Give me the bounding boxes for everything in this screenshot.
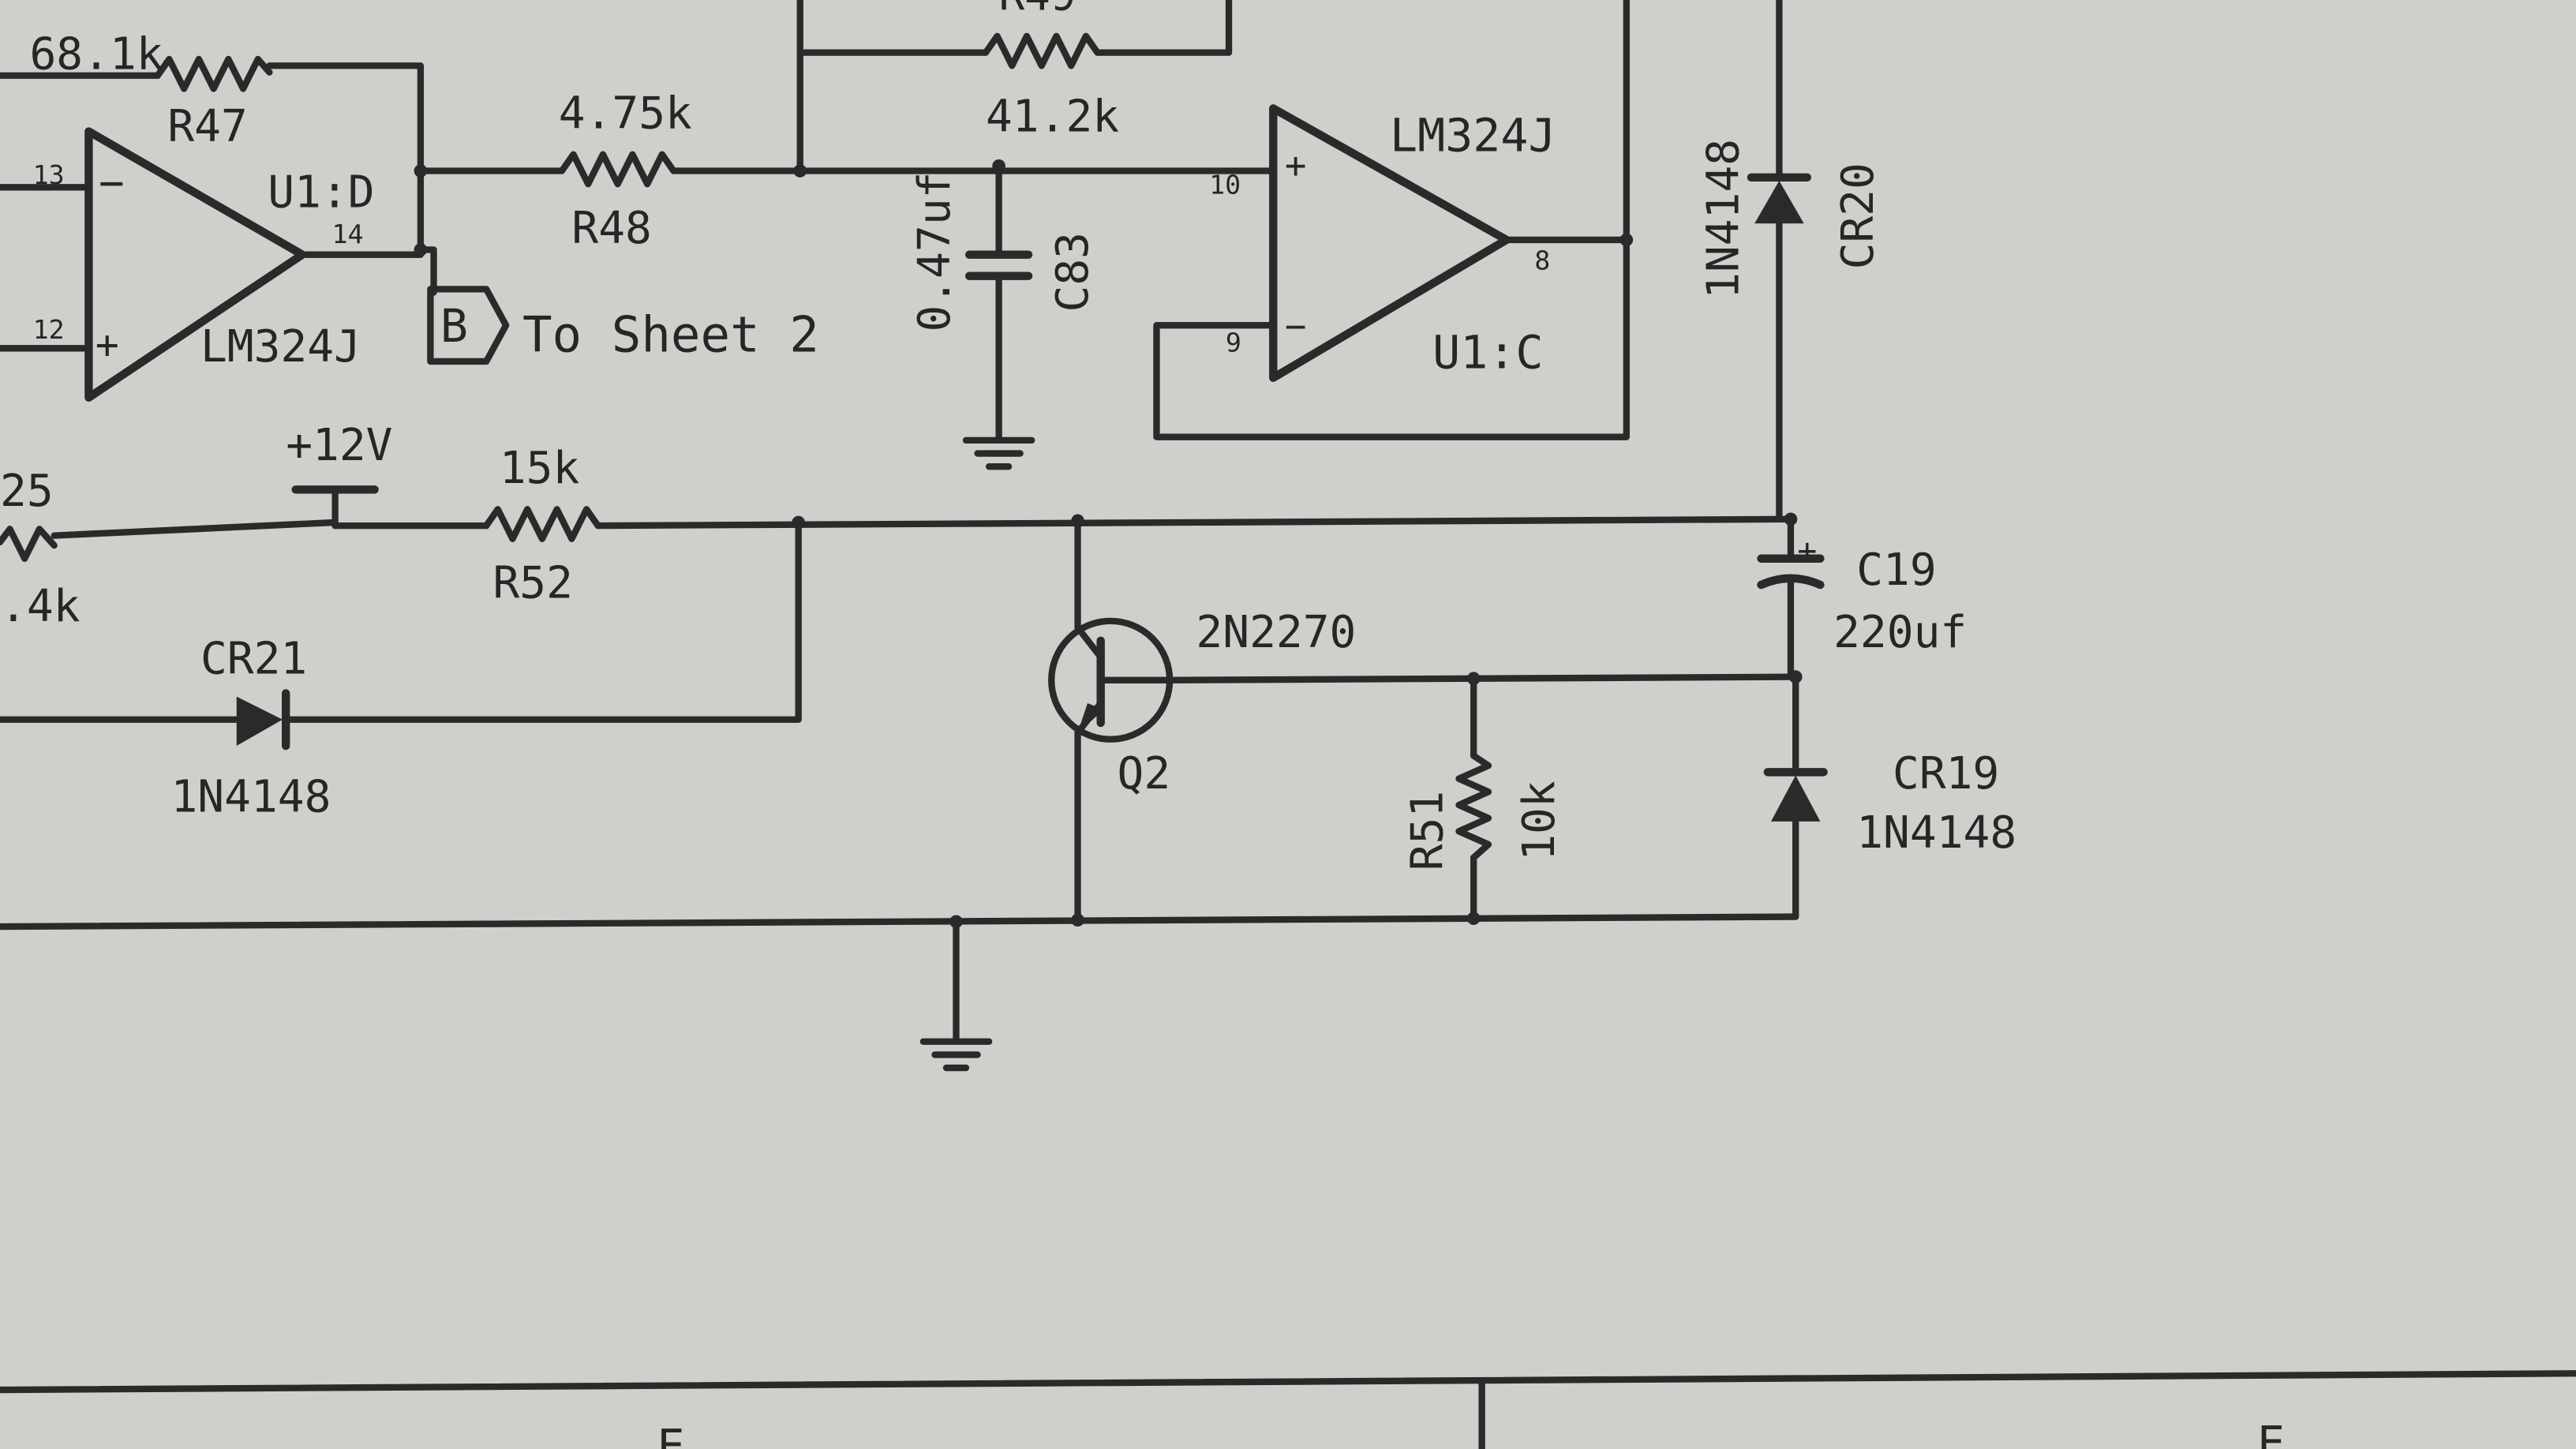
opamp-u1c: + − 10 9 8 LM324J U1:C [1209,104,1556,382]
left-res-value-a: 25 [0,466,54,517]
c83-value: 0.47uf [909,172,960,332]
cr21-ref: CR21 [200,633,307,684]
r51-ref: R51 [1402,791,1454,871]
q2-ref: Q2 [1118,748,1171,799]
resistor-r47: 68.1k R47 [0,28,425,253]
junction-r51-gnd [1466,912,1481,925]
offpage-wire [417,246,437,296]
resistor-r49: R49 41.2k [796,0,1233,174]
c19-value: 220uf [1833,607,1967,658]
resistor-r51: R51 10k [1402,675,1565,923]
u1c-pin-8: 8 [1534,245,1550,275]
r51-value: 10k [1514,781,1565,860]
frame-letter-right: E [2257,1416,2285,1449]
plus12v-label: +12V [286,420,392,471]
transistor-q2: 2N2270 Q2 [1048,517,1356,923]
cr19-ref: CR19 [1893,748,1999,799]
r49-ref-partial: R49 [999,0,1076,20]
r48-value: 4.75k [559,88,692,139]
c19-plus-sign: + [1797,531,1817,570]
capacitor-c83: 0.47uf C83 [909,163,1099,470]
cr20-part: 1N4148 [1698,139,1749,299]
diode-cr19: CR19 1N4148 [1763,673,2016,920]
u1d-pin-12: 12 [33,314,65,345]
c19-ref: C19 [1856,545,1936,596]
u1c-plus-sign: + [1285,144,1307,186]
offpage-connector-b: B To Sheet 2 [427,286,819,365]
offpage-text: To Sheet 2 [522,305,819,363]
cr20-ref: CR20 [1833,163,1884,269]
u1c-pin-10: 10 [1209,170,1241,200]
u1c-part: LM324J [1390,109,1556,163]
q2-base-wire [1166,673,1799,683]
q2-part: 2N2270 [1196,607,1356,658]
diode-cr20: 1N4148 CR20 [1698,0,1884,522]
r47-ref: R47 [167,101,247,152]
u1c-ref: U1:C [1432,325,1543,379]
r48-ref: R48 [571,203,651,254]
ground-rail [0,913,1799,930]
u1c-pin-9: 9 [1226,327,1241,358]
u1d-part: LM324J [200,321,361,373]
cr19-part: 1N4148 [1856,807,2016,859]
u1d-ref: U1:D [268,167,374,218]
c83-ref: C83 [1047,232,1099,312]
left-res-value-b: .4k [0,581,80,632]
u1c-feedback-wire [1153,0,1630,440]
diode-cr21: CR21 1N4148 [0,519,802,822]
resistor-r52: 15k R52 [331,443,1795,609]
r47-value: 68.1k [29,28,163,80]
power-plus12v: +12V [286,420,393,530]
cr21-part: 1N4148 [170,771,331,822]
resistor-r48: 4.75k R48 [417,88,803,254]
r49-value: 41.2k [986,92,1119,143]
resistor-left-partial: 25 .4k [0,466,339,632]
u1d-minus-sign: − [99,158,125,208]
u1d-pin-13: 13 [33,159,65,190]
frame-border: E E [0,1370,2576,1449]
offpage-letter: B [440,299,468,353]
u1c-minus-sign: − [1285,305,1307,347]
junction-q2-emitter [1071,913,1084,927]
ground-symbol [919,918,993,1072]
frame-letter-left: E [657,1420,685,1449]
r52-ref: R52 [492,558,572,609]
opamp-u1d: − + 13 12 14 U1:D LM324J [0,127,375,402]
u1d-plus-sign: + [95,322,119,368]
capacitor-c19: + C19 220uf [1757,515,1967,680]
u1d-pin-14: 14 [331,219,363,249]
r52-value: 15k [500,443,579,494]
